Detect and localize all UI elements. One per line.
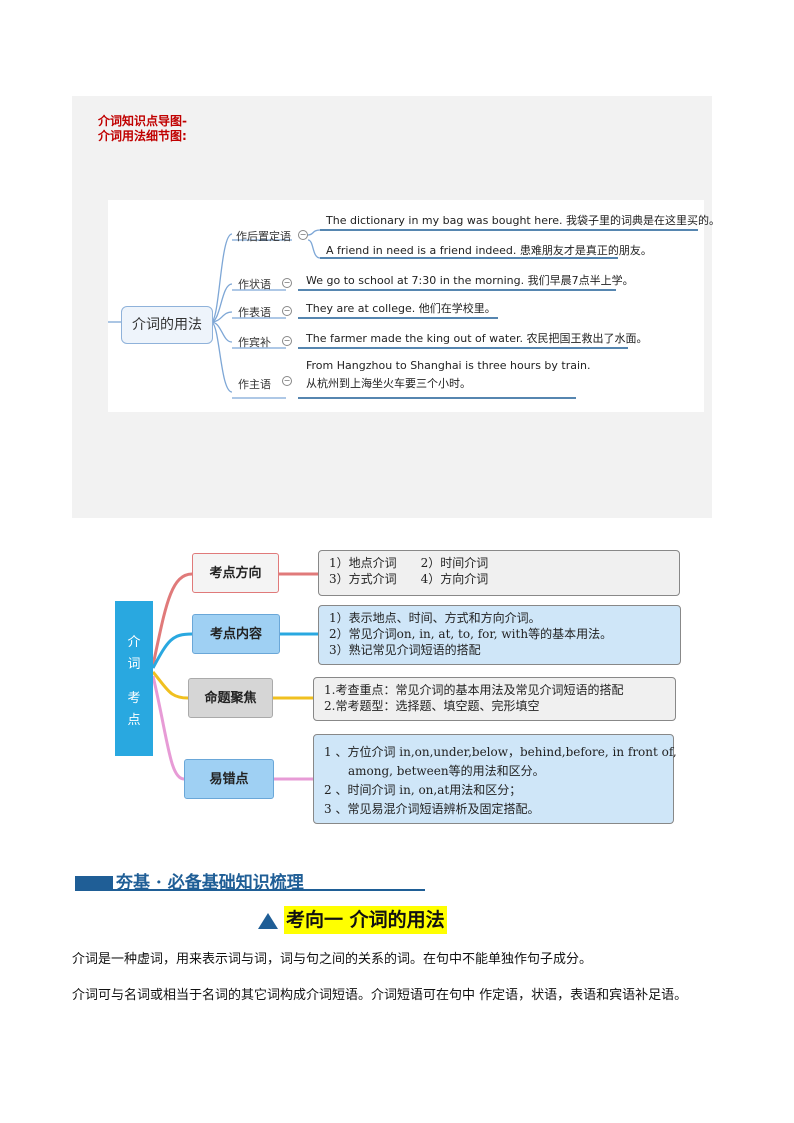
direction-box: 1）地点介词 2）时间介词 3）方式介词 4）方向介词	[318, 550, 680, 596]
branch-label: 作状语	[238, 278, 271, 291]
branch-item: We go to school at 7:30 in the morning. …	[306, 274, 634, 287]
side-char: 点	[127, 713, 141, 728]
box-line: 1）地点介词 2）时间介词	[329, 556, 489, 570]
section-header-bar	[75, 876, 113, 890]
error-points-box: 1 、方位介词 in,on,under,below，behind,before,…	[313, 734, 677, 824]
branch-label: 作表语	[238, 306, 271, 319]
usage-mindmap: 介词的用法 作后置定语 − The dictionary in my bag w…	[108, 200, 720, 412]
side-char: 介	[127, 635, 141, 650]
category-focus: 命题聚焦	[188, 678, 273, 718]
box-line: 1 、方位介词 in,on,under,below，behind,before,…	[324, 745, 677, 759]
body-paragraph: 介词可与名词或相当于名词的其它词构成介词短语。介词短语可在句中 作定语，状语，表…	[72, 988, 688, 1003]
section-header: 夯基 · 必备基础知识梳理	[116, 873, 304, 893]
branch-item: From Hangzhou to Shanghai is three hours…	[306, 359, 591, 372]
section-header-rule	[75, 889, 425, 891]
box-line: 2.常考题型：选择题、填空题、完形填空	[324, 699, 540, 713]
category-direction: 考点方向	[192, 553, 279, 593]
branch-item: 从杭州到上海坐火车要三个小时。	[306, 377, 471, 390]
collapse-icon[interactable]: −	[298, 230, 308, 240]
side-char: 考	[127, 691, 141, 706]
triangle-icon	[258, 913, 278, 929]
category-content: 考点内容	[192, 614, 280, 654]
branch-label: 作后置定语	[236, 230, 291, 243]
box-line: 1）表示地点、时间、方式和方向介词。	[329, 611, 541, 625]
category-error-points: 易错点	[184, 759, 274, 799]
focus-box: 1.考查重点：常见介词的基本用法及常见介词短语的搭配 2.常考题型：选择题、填空…	[313, 677, 676, 721]
collapse-icon[interactable]: −	[282, 336, 292, 346]
collapse-icon[interactable]: −	[282, 376, 292, 386]
branch-item: The farmer made the king out of water. 农…	[306, 332, 648, 345]
panel-title-line1: 介词知识点导图-	[98, 114, 187, 128]
collapse-icon[interactable]: −	[282, 306, 292, 316]
branch-item: They are at college. 他们在学校里。	[306, 302, 496, 315]
box-line: 2）常见介词on, in, at, to, for, with等的基本用法。	[329, 627, 613, 641]
box-line: 3）熟记常见介词短语的搭配	[329, 643, 481, 657]
box-line: 3 、常见易混介词短语辨析及固定搭配。	[324, 802, 540, 816]
branch-item: The dictionary in my bag was bought here…	[326, 214, 721, 227]
box-line: 3）方式介词 4）方向介词	[329, 572, 489, 586]
content-box: 1）表示地点、时间、方式和方向介词。 2）常见介词on, in, at, to,…	[318, 605, 681, 665]
topic-title: 考向一 介词的用法	[284, 906, 447, 934]
collapse-icon[interactable]: −	[282, 278, 292, 288]
body-paragraph: 介词是一种虚词，用来表示词与词，词与句之间的关系的词。在句中不能单独作句子成分。	[72, 952, 593, 967]
side-char: 词	[127, 657, 141, 672]
panel-title: 介词知识点导图- 介词用法细节图:	[98, 114, 187, 144]
branch-label: 作主语	[238, 378, 271, 391]
branch-item: A friend in need is a friend indeed. 患难朋…	[326, 244, 652, 257]
box-line: 2 、时间介词 in, on,at用法和区分；	[324, 783, 522, 797]
branch-label: 作宾补	[238, 336, 271, 349]
mindmap-connectors	[108, 229, 698, 399]
box-line: 1.考查重点：常见介词的基本用法及常见介词短语的搭配	[324, 683, 624, 697]
mindmap-root: 介词的用法	[121, 306, 213, 344]
mindmap-panel: 介词知识点导图- 介词用法细节图:	[72, 96, 720, 518]
box-line: among, between等的用法和区分。	[324, 764, 545, 778]
exam-points-sidebar: 介 词 考 点	[115, 601, 153, 756]
panel-title-line2: 介词用法细节图:	[98, 129, 187, 143]
